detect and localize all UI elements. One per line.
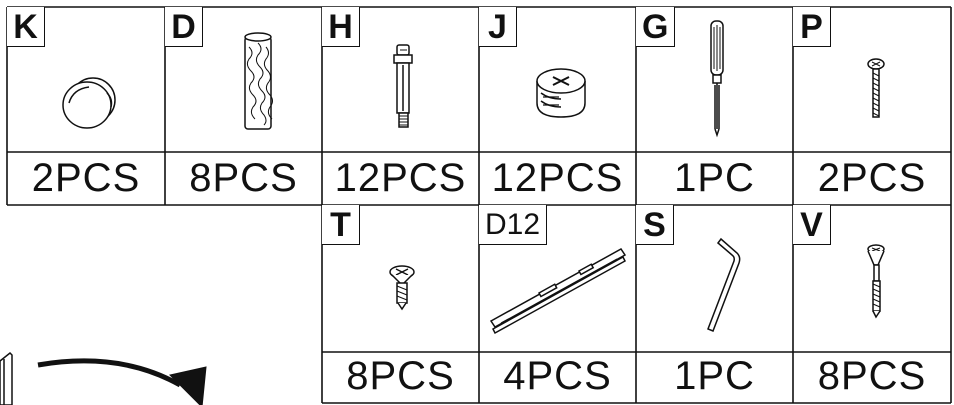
part-quantity: 8PCS (346, 354, 455, 398)
cam-lock-icon (479, 7, 636, 152)
short-screw-icon (322, 205, 479, 352)
wooden-dowel-icon (165, 7, 322, 152)
part-cell-s: S 1PC (636, 205, 793, 403)
part-letter: S (636, 205, 674, 245)
knob-icon (7, 7, 165, 152)
part-quantity: 2PCS (31, 156, 141, 200)
part-quantity: 2PCS (817, 156, 927, 200)
allen-key-icon (636, 205, 793, 352)
part-cell-g: G 1PC (636, 7, 793, 205)
part-letter: D (165, 7, 203, 47)
part-cell-p: P 2PCS (793, 7, 951, 205)
curved-arrow-icon (30, 345, 230, 405)
part-letter: K (7, 7, 45, 47)
part-cell-k: K 2PCS (7, 7, 165, 205)
part-letter: T (322, 205, 360, 245)
part-cell-t: T 8PCS (322, 205, 479, 403)
part-quantity: 1PC (674, 156, 755, 200)
part-cell-j: J 12PCS (479, 7, 636, 205)
part-cell-d: D 8PCS (165, 7, 322, 205)
part-quantity: 1PC (674, 354, 755, 398)
part-cell-d12: D12 4PCS (479, 205, 636, 403)
part-letter: J (479, 7, 517, 47)
part-quantity: 8PCS (189, 156, 298, 200)
part-letter: D12 (479, 205, 548, 245)
part-cell-v: V 8PCS (793, 205, 951, 403)
part-letter: G (636, 7, 676, 47)
part-letter: P (793, 7, 831, 47)
part-letter: H (322, 7, 360, 47)
part-quantity: 12PCS (334, 156, 467, 200)
panel-corner-icon (0, 345, 30, 405)
part-letter: V (793, 205, 831, 245)
knob-screw-icon (793, 7, 951, 152)
part-quantity: 4PCS (503, 354, 612, 398)
part-cell-h: H 12PCS (322, 7, 479, 205)
drawer-slide-icon (479, 205, 636, 352)
cam-bolt-icon (322, 7, 479, 152)
part-quantity: 12PCS (491, 156, 624, 200)
part-quantity: 8PCS (817, 354, 927, 398)
screwdriver-icon (636, 7, 793, 152)
long-screw-icon (793, 205, 951, 352)
